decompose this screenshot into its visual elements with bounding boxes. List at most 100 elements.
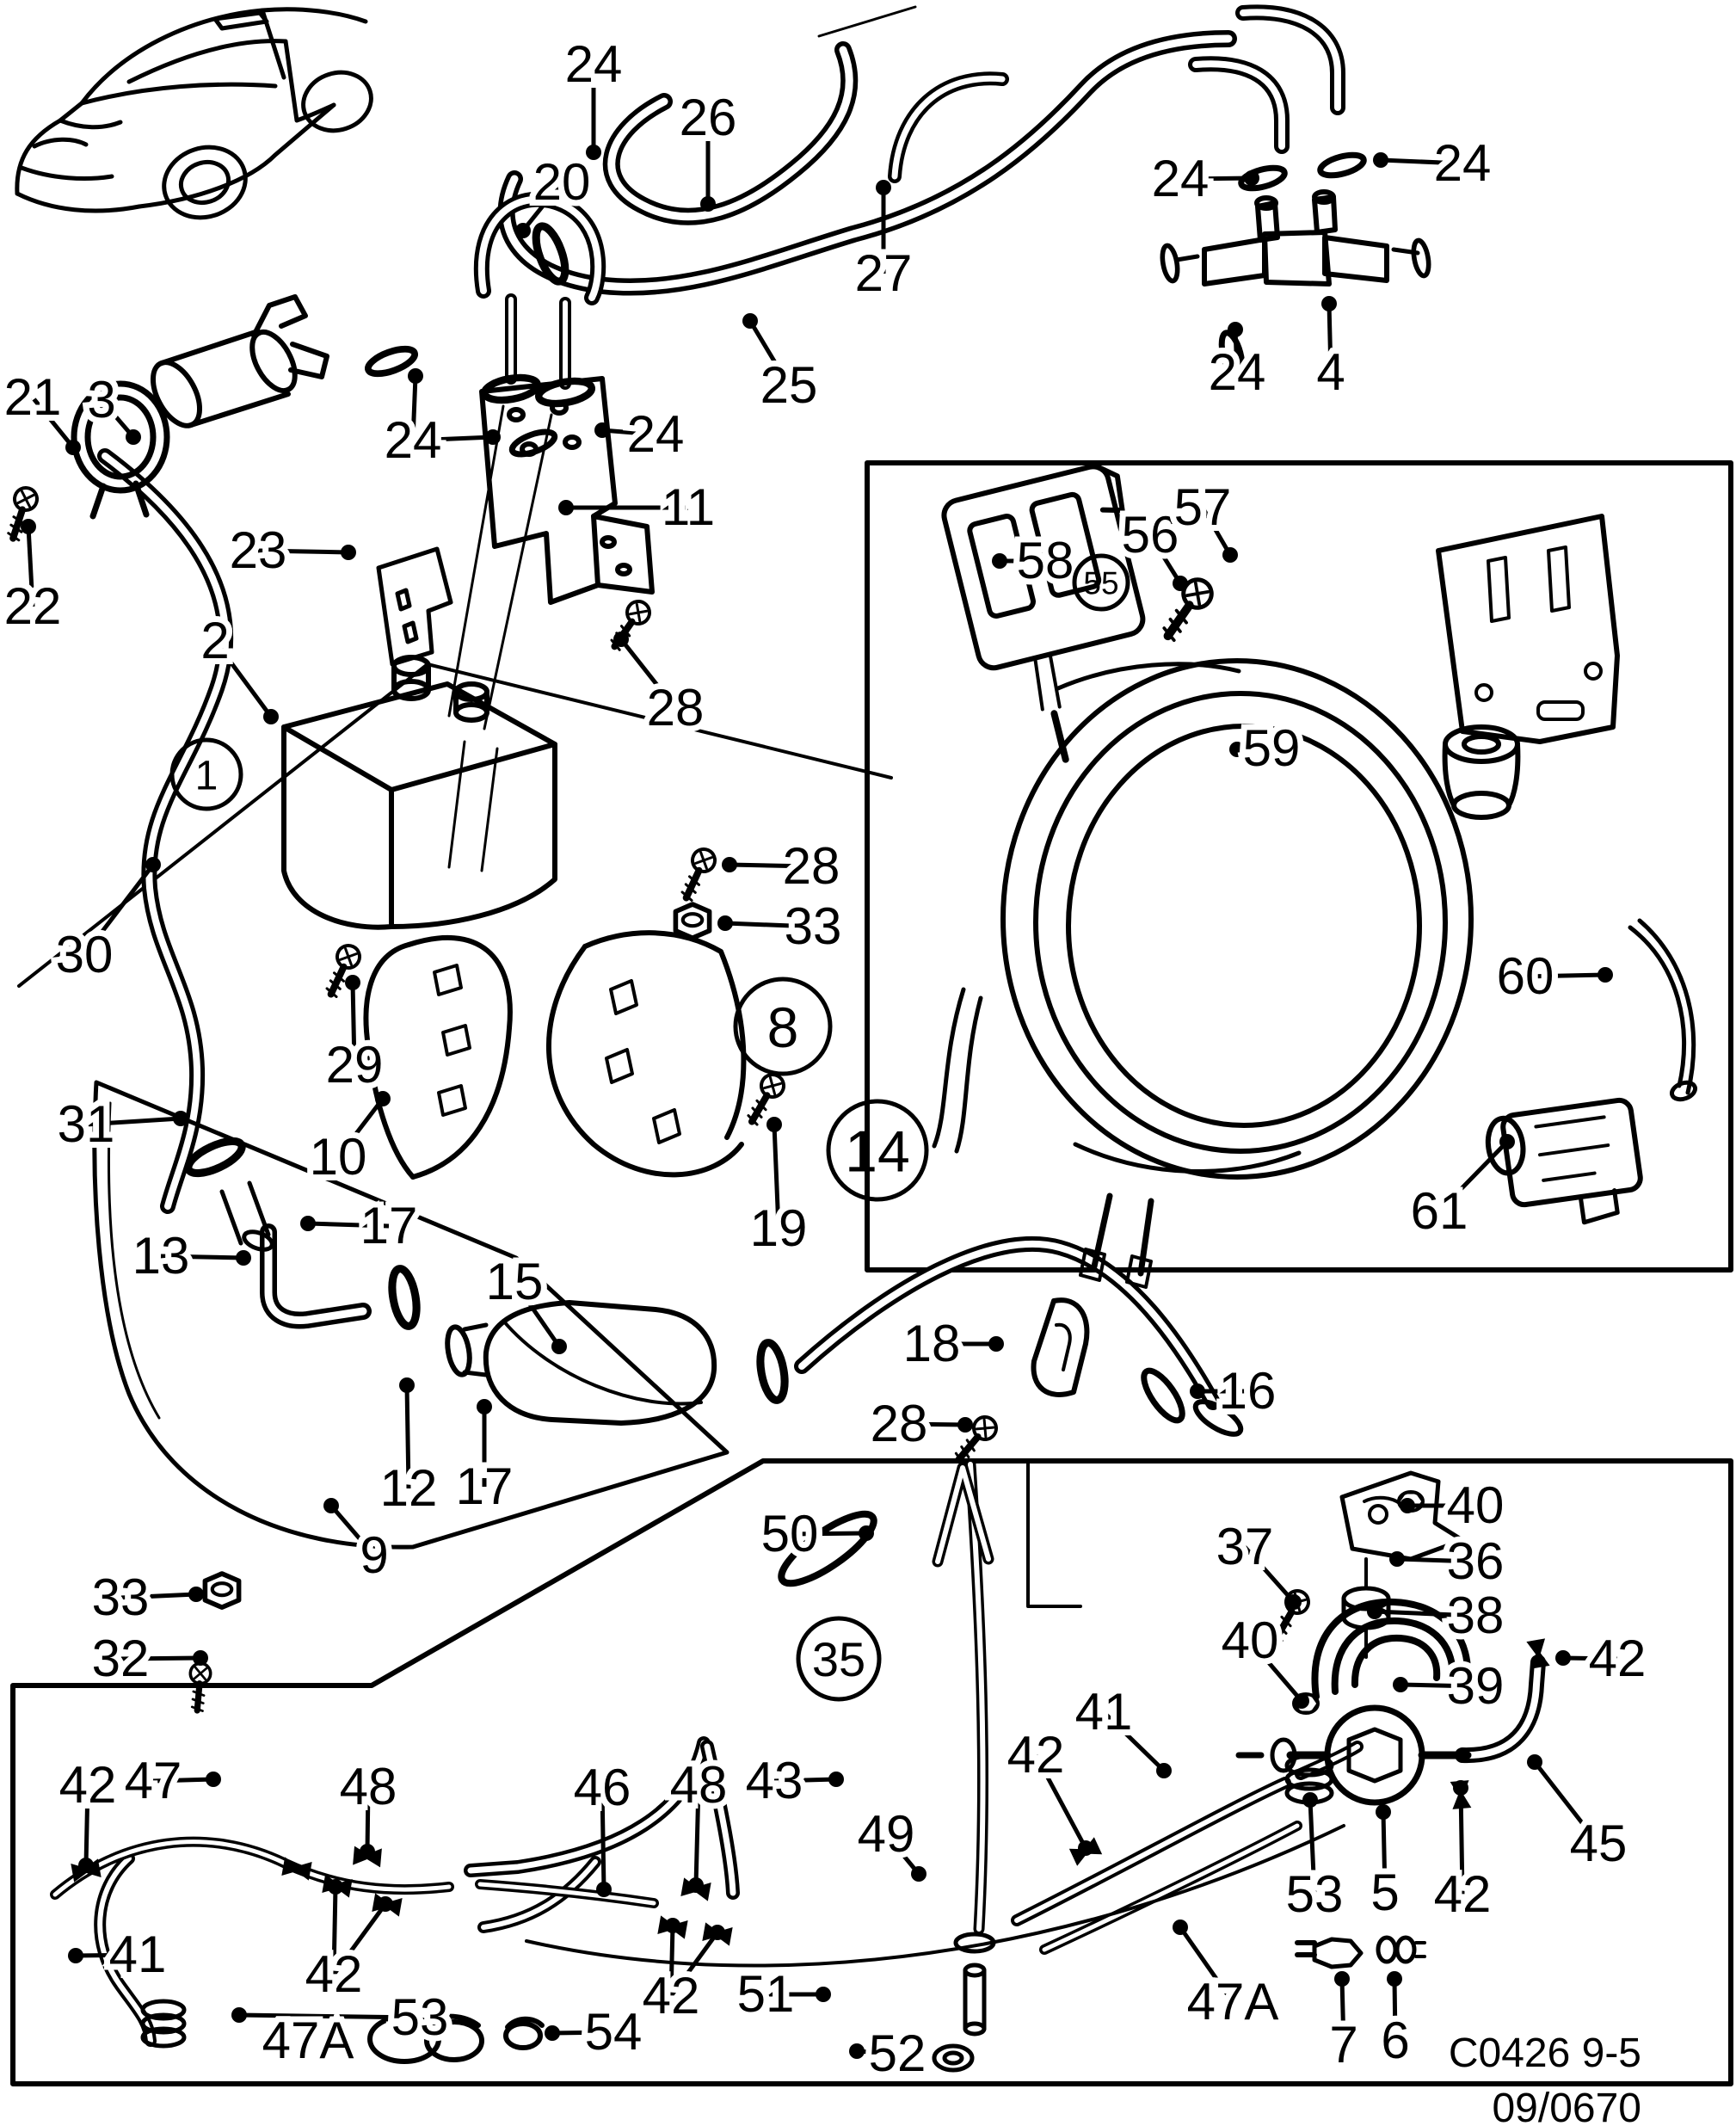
callout-label-38: 38 (1447, 1587, 1505, 1644)
callout-leader-38 (1374, 1609, 1476, 1618)
callout-dot-25 (742, 313, 758, 329)
callout-leader-42 (331, 1902, 388, 1976)
revision-code: 09/0670 (1492, 2086, 1641, 2126)
callout-label-28: 28 (783, 837, 840, 895)
callout-dot-46 (596, 1882, 612, 1897)
callout-dot-36 (1389, 1551, 1405, 1567)
callout-label-13: 13 (132, 1227, 190, 1285)
callout-dot-7 (1334, 1971, 1350, 1987)
seal-17a (388, 1266, 420, 1328)
callout-label-59: 59 (1243, 719, 1301, 777)
callout-leader-43 (773, 1777, 837, 1784)
callout-dot-22 (21, 519, 36, 534)
circled-callout-label-1: 1 (195, 753, 219, 798)
callout-label-15: 15 (486, 1253, 544, 1310)
connector-58 (941, 463, 1146, 763)
callout-dot-3 (126, 429, 141, 445)
callout-label-40: 40 (1447, 1476, 1505, 1534)
callout-dot-5 (1376, 1804, 1391, 1820)
callout-dot-47A (1173, 1920, 1188, 1935)
callout-leader-22 (26, 526, 35, 607)
callout-leader-28 (898, 1421, 966, 1427)
coolant-pump-3 (150, 294, 329, 428)
callout-dot-51 (816, 1987, 831, 2002)
hose-27 (888, 71, 1009, 183)
bracket-11 (479, 376, 655, 605)
callout-label-36: 36 (1447, 1532, 1505, 1590)
callout-dot-41 (1156, 1763, 1172, 1778)
callout-label-56: 56 (1122, 506, 1179, 564)
callout-leader-45 (1533, 1760, 1600, 1846)
callout-label-17: 17 (360, 1197, 418, 1254)
callout-label-51: 51 (737, 1965, 795, 2023)
callout-label-24: 24 (385, 411, 442, 469)
stub-31 (219, 1180, 274, 1252)
callout-label-24: 24 (1152, 150, 1210, 207)
callout-leader-48 (365, 1786, 371, 1852)
callout-leader-4 (1327, 303, 1333, 373)
callout-dot-56 (1173, 576, 1188, 591)
callout-leader-42 (668, 1925, 675, 1997)
callout-dot-47 (206, 1772, 221, 1787)
callout-dot-59 (1229, 742, 1245, 757)
callout-leader-33 (120, 1592, 197, 1600)
callout-dot-24 (485, 429, 501, 445)
line-46 (52, 1839, 452, 1897)
bracket-18 (1031, 1297, 1090, 1397)
callout-label-33: 33 (92, 1568, 150, 1626)
callout-label-41: 41 (1075, 1683, 1133, 1741)
callout-leader-33 (724, 921, 814, 929)
callout-leader-28 (619, 638, 677, 710)
callout-leader-6 (1392, 1978, 1398, 2042)
seal-16 (1141, 1367, 1185, 1424)
callout-leader-24 (1179, 176, 1253, 182)
callout-label-42: 42 (59, 1756, 117, 1814)
callout-leader-17 (307, 1221, 390, 1229)
callout-label-49: 49 (858, 1805, 915, 1863)
callout-label-18: 18 (903, 1315, 961, 1372)
grommet-59 (1442, 724, 1521, 820)
callout-dot-17 (477, 1399, 492, 1414)
callout-dot-4 (1321, 296, 1337, 311)
union-51-52 (932, 1932, 996, 2073)
callout-label-24: 24 (1209, 343, 1266, 401)
callout-label-22: 22 (4, 577, 62, 635)
callout-label-28: 28 (647, 679, 705, 736)
callout-label-24: 24 (627, 405, 685, 463)
callout-leader-9 (329, 1504, 376, 1557)
callout-dot-24 (1244, 170, 1259, 186)
callout-label-47A: 47A (262, 2012, 354, 2069)
callout-dot-12 (399, 1377, 415, 1393)
callout-leader-42 (1458, 1787, 1465, 1895)
callout-dot-28 (722, 857, 737, 872)
callout-leader-56 (1148, 533, 1183, 585)
callout-label-19: 19 (750, 1199, 808, 1257)
callout-dot-42 (328, 1879, 343, 1895)
callout-leader-25 (748, 319, 791, 387)
callout-dot-42 (665, 1918, 680, 1933)
callout-dot-52 (849, 2043, 865, 2059)
callout-leader-41 (75, 1952, 139, 1958)
callout-leader-40 (1248, 1639, 1303, 1703)
callout-dot-40 (1400, 1498, 1415, 1513)
callout-label-17: 17 (456, 1457, 514, 1515)
callout-label-42: 42 (1434, 1865, 1492, 1923)
callout-dot-40 (1294, 1693, 1309, 1709)
callout-label-21: 21 (4, 368, 62, 426)
callout-label-25: 25 (760, 356, 818, 414)
callout-dot-54 (545, 2025, 560, 2041)
screw-28a (606, 597, 654, 653)
connector-61 (1485, 1097, 1643, 1225)
callout-label-53: 53 (1286, 1865, 1344, 1923)
callout-leader-41 (1102, 1710, 1166, 1772)
callout-dot-37 (1286, 1594, 1302, 1610)
callout-dot-18 (988, 1336, 1004, 1352)
callout-dot-42 (1555, 1650, 1571, 1666)
callout-label-50: 50 (761, 1505, 819, 1562)
callout-label-48: 48 (670, 1756, 728, 1814)
callout-leader-39 (1400, 1682, 1476, 1689)
callout-label-41: 41 (109, 1926, 167, 1983)
pipe-47-stub (481, 1859, 598, 1930)
callout-label-16: 16 (1219, 1362, 1277, 1420)
